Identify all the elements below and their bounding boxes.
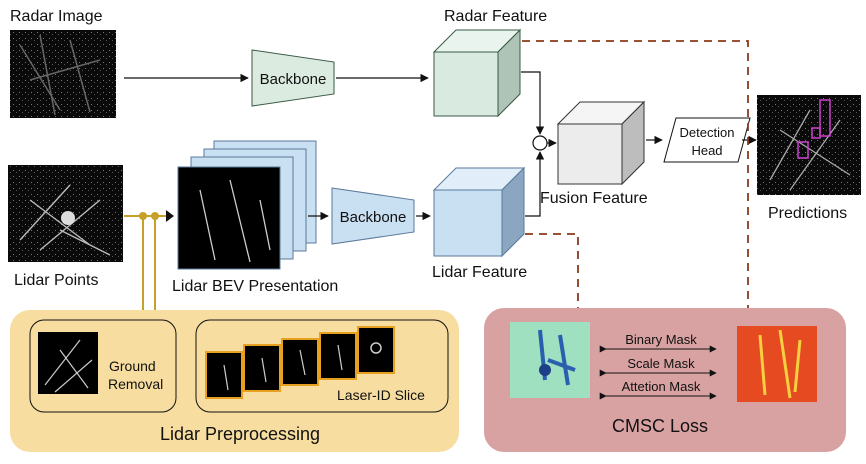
fusion-feature-label: Fusion Feature (540, 190, 648, 207)
radar-image (10, 30, 116, 118)
radar-image-label: Radar Image (10, 8, 103, 25)
scale-mask-label: Scale Mask (627, 356, 695, 371)
lidar-bev-label: Lidar BEV Presentation (172, 278, 338, 295)
laser-id-slice-label: Laser-ID Slice (337, 387, 425, 403)
radar-feature-label: Radar Feature (444, 8, 547, 25)
radar-feature-cube (432, 28, 522, 118)
lidar-preprocessing-panel: Ground Removal Laser-ID Slice Lidar Prep… (10, 310, 459, 452)
dashed-radar-to-loss (522, 40, 749, 328)
cmsc-loss-title: CMSC Loss (612, 416, 708, 436)
lidar-points-label: Lidar Points (14, 272, 99, 289)
detection-head-line2: Head (691, 143, 722, 158)
connector-dot-1 (139, 212, 147, 220)
cmsc-loss-panel: Binary Mask Scale Mask Attetion Mask CMS… (484, 308, 846, 452)
predictions-image (757, 95, 861, 195)
backbone-radar-label: Backbone (260, 71, 327, 88)
ground-removal-line1: Ground (109, 358, 156, 374)
backbone-radar: Backbone (251, 49, 335, 107)
connector-arrow-head (166, 210, 174, 222)
binary-mask-label: Binary Mask (625, 332, 697, 347)
fusion-feature-cube (556, 100, 646, 186)
lidar-feature-label: Lidar Feature (432, 264, 527, 281)
lidar-preprocessing-title: Lidar Preprocessing (160, 424, 320, 444)
fusion-operator-circle (532, 135, 548, 151)
detection-head: Detection Head (663, 117, 751, 163)
backbone-lidar: Backbone (331, 187, 415, 245)
laser-id-slices (205, 326, 395, 399)
lidar-bev-stack (177, 140, 317, 270)
predictions-label: Predictions (768, 205, 847, 222)
arrow-lidar-feature-to-fusion (525, 151, 545, 217)
dashed-lidar-to-loss (525, 233, 579, 328)
connector-dot-2 (151, 212, 159, 220)
detection-head-line1: Detection (680, 125, 735, 140)
radar-mask-heatmap (510, 322, 590, 398)
attention-mask-label: Attetion Mask (622, 379, 701, 394)
backbone-lidar-label: Backbone (340, 209, 407, 226)
lidar-mask-heatmap (737, 326, 817, 402)
lidar-points-image (8, 165, 123, 262)
ground-removal-line2: Removal (108, 376, 163, 392)
arrow-radar-feature-to-fusion (521, 71, 545, 135)
lidar-feature-cube (432, 166, 526, 258)
